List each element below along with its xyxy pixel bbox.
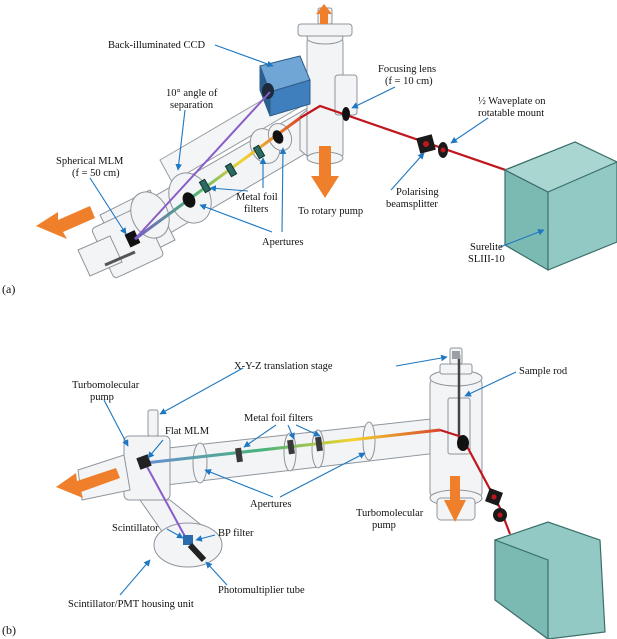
surelite-laser bbox=[503, 141, 617, 272]
sample-rod-a bbox=[104, 250, 136, 267]
label-housing: Scintillator/PMT housing unit bbox=[68, 599, 194, 610]
laser-beam-a bbox=[299, 104, 521, 177]
panel-a-tag: (a) bbox=[2, 282, 15, 296]
output-arrow-a bbox=[36, 206, 95, 239]
output-arrow-b bbox=[56, 468, 120, 498]
laser-beam-b bbox=[439, 428, 512, 535]
label-scintillator: Scintillator bbox=[112, 523, 159, 534]
label-laser-2: SLIII-10 bbox=[468, 254, 505, 265]
optics-b bbox=[457, 435, 507, 522]
label-pmt: Photomultiplier tube bbox=[218, 585, 305, 596]
xuv-beam-a1 bbox=[134, 91, 271, 240]
label-angle-1: 10° angle of bbox=[166, 88, 218, 99]
label-pbs-2: beamsplitter bbox=[386, 199, 438, 210]
label-laser-1: Surelite bbox=[470, 242, 503, 253]
label-turbo-right-2: pump bbox=[372, 520, 396, 531]
label-flat-mlm: Flat MLM bbox=[165, 426, 210, 437]
panel-a: Back-illuminated CCD Focusing lens (f = … bbox=[2, 4, 617, 296]
xuv-path-b-down bbox=[144, 462, 189, 543]
label-turbo-left-1: Turbomolecular bbox=[72, 380, 140, 391]
label-xyz-stage: X-Y-Z translation stage bbox=[234, 361, 333, 372]
label-waveplate-1: ½ Waveplate on bbox=[478, 96, 546, 107]
label-focusing-lens-2: (f = 10 cm) bbox=[385, 76, 433, 87]
aperture-a1 bbox=[182, 192, 196, 208]
laser-body-b bbox=[494, 521, 606, 639]
top-arrow-b bbox=[452, 351, 460, 359]
focusing-lens bbox=[342, 107, 350, 121]
label-sample-rod: Sample rod bbox=[519, 366, 568, 377]
aperture-a2 bbox=[272, 130, 284, 144]
label-ccd: Back-illuminated CCD bbox=[108, 40, 206, 51]
label-spherical-mlm-2: (f = 50 cm) bbox=[72, 168, 120, 179]
label-metal-foil-2: filters bbox=[244, 204, 269, 215]
scintillator-pmt bbox=[183, 535, 207, 563]
metal-foil-filters-b bbox=[235, 436, 323, 463]
label-bp-filter: BP filter bbox=[218, 528, 254, 539]
spherical-mlm bbox=[124, 230, 141, 248]
label-pbs-1: Polarising bbox=[396, 187, 439, 198]
label-metal-foils-b: Metal foil filters bbox=[244, 413, 313, 424]
main-chamber-b bbox=[429, 347, 483, 521]
leaders-b bbox=[103, 354, 517, 596]
rotary-pump-arrow bbox=[311, 146, 339, 198]
top-arrow-a bbox=[316, 4, 332, 24]
label-rotary-pump: To rotary pump bbox=[298, 206, 363, 217]
label-waveplate-2: rotatable mount bbox=[478, 108, 544, 119]
label-focusing-lens-1: Focusing lens bbox=[378, 64, 436, 75]
label-apertures-b: Apertures bbox=[250, 499, 291, 510]
panel-b-tag: (b) bbox=[2, 623, 16, 637]
polarising-beamsplitter bbox=[416, 134, 436, 154]
label-spherical-mlm-1: Spherical MLM bbox=[56, 156, 124, 167]
label-angle-2: separation bbox=[170, 100, 214, 111]
waveplate bbox=[438, 142, 448, 158]
metal-foil-filters-a bbox=[198, 144, 266, 194]
turbo-arrow-right bbox=[444, 476, 466, 522]
xuv-beam-a2 bbox=[134, 116, 301, 241]
label-turbo-left-2: pump bbox=[90, 392, 114, 403]
panel-b: X-Y-Z translation stage Turbomolecular p… bbox=[2, 347, 606, 639]
ccd-camera bbox=[259, 55, 311, 117]
leaders-a bbox=[89, 44, 545, 248]
label-apertures-a: Apertures bbox=[262, 237, 303, 248]
label-metal-foil-1: Metal foil bbox=[236, 192, 278, 203]
label-turbo-right-1: Turbomolecular bbox=[356, 508, 424, 519]
